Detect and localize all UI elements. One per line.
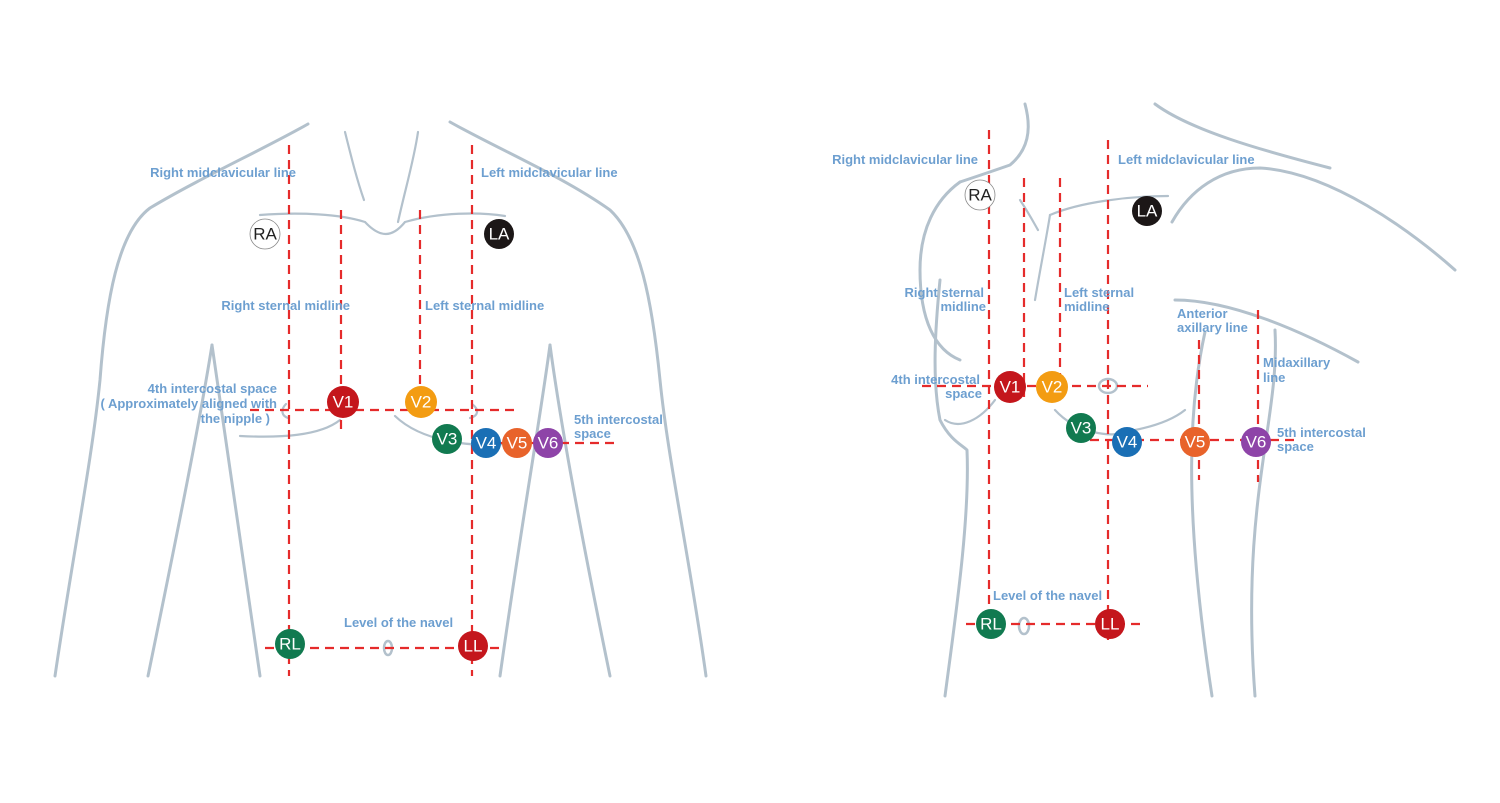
side-label-midaxillary-2: line: [1263, 370, 1285, 385]
side-electrode-ll: LL: [1095, 609, 1125, 639]
front-electrode-v4: V4: [471, 428, 501, 458]
front-electrode-rl-label: RL: [279, 635, 301, 654]
side-label-anterior-axillary-2: axillary line: [1177, 320, 1248, 335]
side-label-right-midclavicular: Right midclavicular line: [832, 152, 978, 167]
front-electrode-v6: V6: [533, 428, 563, 458]
front-electrode-v2: V2: [405, 386, 437, 418]
front-electrode-ll-label: LL: [464, 637, 483, 656]
side-view: Right midclavicular line Left midclavicu…: [832, 102, 1457, 698]
side-navel: [1017, 616, 1031, 636]
front-label-fourth-ics-1: 4th intercostal space: [148, 381, 277, 396]
side-label-anterior-axillary-1: Anterior: [1177, 306, 1228, 321]
front-labels: Right midclavicular line Left midclavicu…: [101, 165, 663, 630]
side-electrode-v5-label: V5: [1185, 433, 1206, 452]
front-electrode-la: LA: [484, 219, 514, 249]
front-electrode-ra-label: RA: [253, 225, 277, 244]
side-label-fourth-ics-1: 4th intercostal: [891, 372, 980, 387]
front-electrodes: RA LA V1 V2 V3 V4: [249, 218, 563, 661]
front-label-right-midclavicular: Right midclavicular line: [150, 165, 296, 180]
side-electrode-v3: V3: [1066, 413, 1096, 443]
front-electrode-v3-label: V3: [437, 430, 458, 449]
front-electrode-rl: RL: [275, 629, 305, 659]
side-electrode-v4-label: V4: [1117, 433, 1138, 452]
side-label-right-sternal-1: Right sternal: [905, 285, 984, 300]
side-labels: Right midclavicular line Left midclavicu…: [832, 152, 1366, 603]
side-label-midaxillary-1: Midaxillary: [1263, 355, 1331, 370]
side-label-left-midclavicular: Left midclavicular line: [1118, 152, 1255, 167]
front-label-navel: Level of the navel: [344, 615, 453, 630]
side-electrode-v4: V4: [1112, 427, 1142, 457]
side-electrode-la-label: LA: [1137, 202, 1158, 221]
front-electrode-v1-label: V1: [333, 393, 354, 412]
side-electrode-v1-label: V1: [1000, 378, 1021, 397]
front-label-right-sternal: Right sternal midline: [221, 298, 350, 313]
front-electrode-v6-label: V6: [538, 434, 559, 453]
side-electrode-rl-label: RL: [980, 615, 1002, 634]
front-label-fourth-ics-2: ( Approximately aligned with: [101, 396, 278, 411]
front-electrode-v4-label: V4: [476, 434, 497, 453]
front-electrode-v5: V5: [502, 428, 532, 458]
side-electrode-ra: RA: [964, 179, 996, 211]
front-reference-lines: [250, 145, 620, 676]
side-electrode-rl: RL: [976, 609, 1006, 639]
front-electrode-la-label: LA: [489, 225, 510, 244]
front-electrode-ll: LL: [458, 631, 488, 661]
side-label-fifth-ics-1: 5th intercostal: [1277, 425, 1366, 440]
front-view: Right midclavicular line Left midclavicu…: [53, 120, 708, 678]
front-label-fifth-ics-2: space: [574, 426, 611, 441]
front-label-fifth-ics-1: 5th intercostal: [574, 412, 663, 427]
front-electrode-v1: V1: [327, 386, 359, 418]
side-electrode-v3-label: V3: [1071, 419, 1092, 438]
front-label-left-sternal: Left sternal midline: [425, 298, 544, 313]
side-electrodes: RA LA V1 V2 V3 V4: [964, 179, 1271, 639]
side-electrode-v2-label: V2: [1042, 378, 1063, 397]
side-electrode-v5: V5: [1180, 427, 1210, 457]
side-label-fifth-ics-2: space: [1277, 439, 1314, 454]
side-electrode-ll-label: LL: [1101, 615, 1120, 634]
front-body-outline: [53, 120, 708, 678]
side-electrode-la: LA: [1132, 196, 1162, 226]
front-label-fourth-ics-3: the nipple ): [201, 411, 270, 426]
side-label-right-sternal-2: midline: [940, 299, 986, 314]
side-body-outline: [918, 102, 1457, 698]
side-label-fourth-ics-2: space: [945, 386, 982, 401]
side-electrode-ra-label: RA: [968, 186, 992, 205]
front-electrode-v2-label: V2: [411, 393, 432, 412]
front-electrode-v3: V3: [432, 424, 462, 454]
side-electrode-v1: V1: [994, 371, 1026, 403]
side-label-navel: Level of the navel: [993, 588, 1102, 603]
side-electrode-v6: V6: [1241, 427, 1271, 457]
side-label-left-sternal-1: Left sternal: [1064, 285, 1134, 300]
side-electrode-v2: V2: [1036, 371, 1068, 403]
side-label-left-sternal-2: midline: [1064, 299, 1110, 314]
front-electrode-v5-label: V5: [507, 434, 528, 453]
side-electrode-v6-label: V6: [1246, 433, 1267, 452]
front-label-left-midclavicular: Left midclavicular line: [481, 165, 618, 180]
front-electrode-ra: RA: [249, 218, 281, 250]
